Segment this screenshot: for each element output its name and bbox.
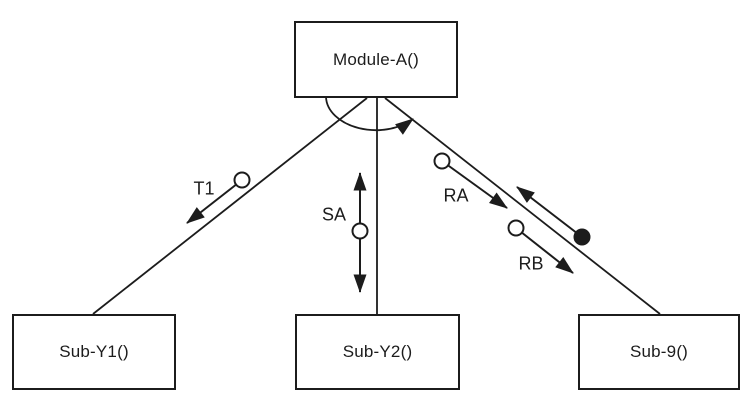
couple-label-ra: RA [443, 185, 469, 206]
call-line-module-a-to-sub-y1 [92, 97, 368, 315]
data-couple-sa [351, 172, 369, 293]
module-box-sub-y2: Sub-Y2() [295, 314, 460, 390]
module-box-sub-9-label: Sub-9() [629, 342, 689, 361]
data-couple-rb-arrow [515, 227, 574, 274]
control-couple-filled-circle-icon [573, 228, 591, 246]
data-couple-rb [507, 219, 574, 274]
control-couple-return [516, 186, 591, 246]
module-box-sub-y2-label: Sub-Y2() [342, 342, 413, 361]
data-couple-t1 [186, 171, 251, 224]
loop-arc [325, 96, 414, 135]
control-couple-return-arrow [516, 186, 583, 238]
data-couple-ra-arrow [441, 160, 508, 209]
call-line-module-a-to-sub-9 [384, 97, 661, 315]
module-box-module-a: Module-A() [294, 21, 458, 98]
couple-label-sa: SA [321, 204, 347, 225]
data-couple-rb-open-circle-icon [507, 219, 525, 237]
module-box-sub-y1-label: Sub-Y1() [59, 342, 129, 361]
module-box-module-a-label: Module-A() [332, 49, 420, 69]
data-couple-ra [433, 152, 508, 209]
couple-label-rb: RB [518, 253, 544, 274]
module-box-sub-9: Sub-9() [578, 314, 740, 390]
data-couple-t1-open-circle-icon [233, 171, 251, 189]
couple-label-t1: T1 [193, 178, 215, 199]
data-couple-t1-arrow [186, 179, 243, 224]
data-couple-ra-open-circle-icon [433, 152, 451, 170]
module-box-sub-y1: Sub-Y1() [12, 314, 176, 390]
data-couple-sa-open-circle-icon [351, 222, 369, 240]
